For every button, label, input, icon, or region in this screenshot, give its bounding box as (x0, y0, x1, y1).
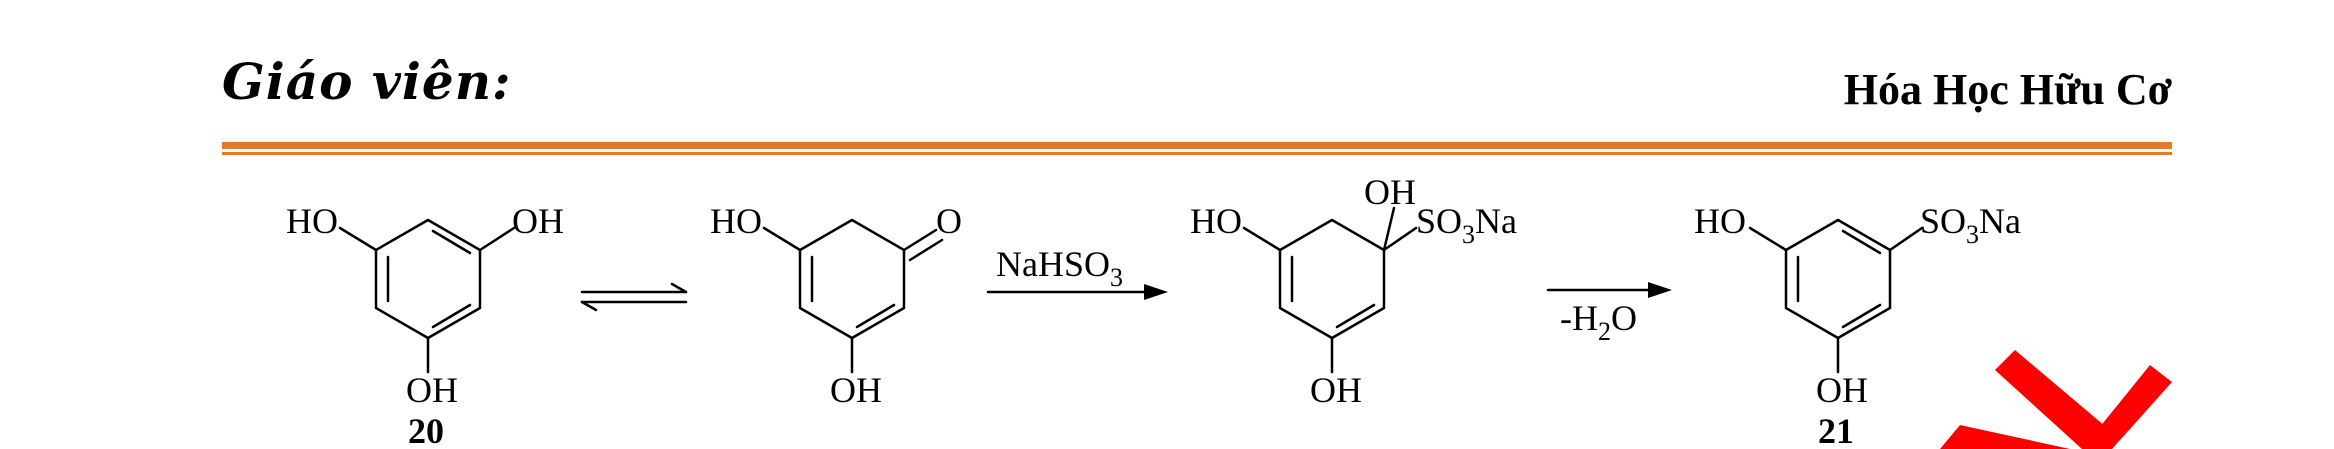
teacher-label: Giáo viên: (222, 52, 512, 111)
reagent-nahso3: NaHSO3 (996, 244, 1123, 292)
keto-carbonyl-o: O (936, 201, 962, 241)
adduct-oh-bottom: OH (1310, 370, 1362, 410)
equilibrium-arrows-icon (580, 282, 688, 312)
c20-oh-right: OH (512, 201, 564, 241)
reagent-minus-water: -H2O (1560, 298, 1637, 346)
adduct-ho: HO (1190, 201, 1242, 241)
c21-oh-bottom: OH (1816, 370, 1868, 410)
c21-label: 21 (1818, 411, 1854, 449)
c21-ho: HO (1694, 201, 1746, 241)
header-rule-thick (222, 142, 2172, 149)
adduct-so3na: SO3Na (1416, 201, 1517, 249)
keto-oh-bottom: OH (830, 370, 882, 410)
compound-20: HO OH OH 20 (286, 201, 564, 449)
c20-ho-left: HO (286, 201, 338, 241)
adduct-oh-top: OH (1364, 172, 1416, 212)
arrow-dehydration: -H2O (1546, 282, 1672, 346)
compound-21: HO SO3Na OH 21 (1694, 201, 2021, 449)
compound-keto: HO O OH (710, 201, 962, 410)
c20-oh-bottom: OH (406, 370, 458, 410)
keto-ho: HO (710, 201, 762, 241)
c21-so3na: SO3Na (1920, 201, 2021, 249)
watermark-stamp-icon (1940, 350, 2172, 449)
arrow-nahso3: NaHSO3 (986, 244, 1168, 300)
header-rule-thin (222, 152, 2172, 155)
compound-adduct: HO OH SO3Na OH (1190, 172, 1517, 410)
subject-title: Hóa Học Hữu Cơ (1843, 65, 2172, 114)
c20-label: 20 (408, 411, 444, 449)
